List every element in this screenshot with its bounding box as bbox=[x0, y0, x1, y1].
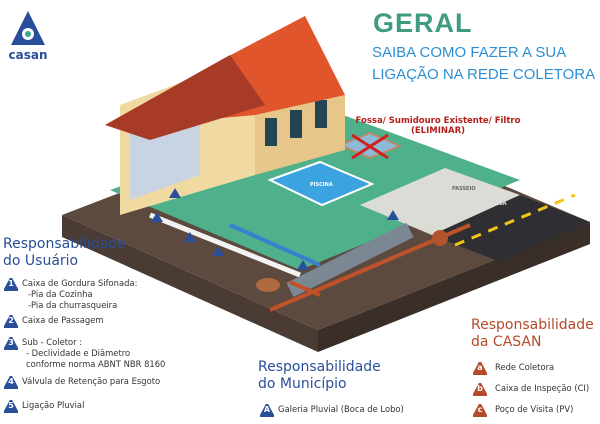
casan-item: b Caixa de Inspeção (CI) bbox=[473, 383, 589, 396]
ground-front-left bbox=[62, 215, 318, 352]
window bbox=[290, 110, 302, 138]
user-item: 5 Ligação Pluvial bbox=[4, 400, 84, 413]
sidewalk bbox=[360, 168, 520, 235]
pool-label: PISCINA bbox=[310, 182, 333, 188]
casan-logo-text: casan bbox=[8, 48, 48, 62]
badge-label: b bbox=[477, 384, 483, 393]
eliminate-x-icon bbox=[351, 133, 389, 160]
subtitle-line2: LIGAÇÃO NA REDE COLETORA bbox=[372, 66, 596, 83]
badge-label: 2 bbox=[8, 316, 14, 325]
casan-heading-line2: da CASAN bbox=[471, 334, 542, 350]
window bbox=[315, 100, 327, 128]
casan-heading-line1: Responsabilidade bbox=[471, 317, 594, 333]
badge-label: a bbox=[477, 363, 483, 372]
number-badge-icon: 4 bbox=[4, 376, 18, 389]
sub-collector-pipe bbox=[149, 212, 301, 278]
fossa-note: (ELIMINAR) bbox=[410, 126, 465, 136]
badge-label: 4 bbox=[8, 377, 14, 386]
user-item: 1 Caixa de Gordura Sifonada:-Pia da Cozin… bbox=[4, 278, 137, 311]
storm-gallery bbox=[286, 222, 414, 298]
storm-pipe bbox=[229, 223, 321, 267]
badge-label: 3 bbox=[8, 338, 14, 347]
user-item-text: - Declividade e Diâmetro bbox=[26, 348, 131, 358]
street-markings bbox=[454, 193, 576, 247]
badge-label: 5 bbox=[8, 401, 14, 410]
number-badge-icon: A bbox=[260, 404, 274, 417]
user-item-text: Caixa de Passagem bbox=[22, 315, 104, 325]
user-item-text: -Pia da Cozinha bbox=[28, 289, 93, 299]
svg-text:RUA: RUA bbox=[495, 201, 507, 207]
number-badge-icon: 2 bbox=[4, 315, 18, 328]
user-item: 3 Sub - Coletor :- Declividade e Diâmetro… bbox=[4, 337, 165, 370]
user-item: 4 Válvula de Retenção para Esgoto bbox=[4, 376, 160, 389]
fossa-label: Fossa/ Sumidouro Existente/ Filtro(ELIMI… bbox=[338, 116, 538, 136]
inspection-box bbox=[256, 278, 280, 292]
badge-label: c bbox=[477, 405, 483, 414]
subtitle-line1: SAIBA COMO FAZER A SUA bbox=[372, 44, 567, 61]
number-badge-icon: b bbox=[473, 383, 487, 396]
municipality-item-text: Galeria Pluvial (Boca de Lobo) bbox=[278, 404, 404, 414]
casan-item: c Poço de Visita (PV) bbox=[473, 404, 573, 417]
street bbox=[432, 195, 590, 262]
user-heading-line2: do Usuário bbox=[3, 253, 79, 269]
page-title: GERAL bbox=[373, 8, 473, 38]
user-item-text: Ligação Pluvial bbox=[22, 400, 85, 410]
user-item-text: Sub - Coletor : bbox=[22, 337, 83, 347]
number-badge-icon: 1 bbox=[4, 278, 18, 291]
casan-item-text: Caixa de Inspeção (CI) bbox=[495, 383, 590, 393]
casan-logo: casan bbox=[6, 10, 50, 62]
casan-item: a Rede Coletora bbox=[473, 362, 554, 375]
municipality-item: A Galeria Pluvial (Boca de Lobo) bbox=[260, 404, 404, 417]
casan-item-text: Poço de Visita (PV) bbox=[495, 404, 574, 414]
roof-shade bbox=[105, 55, 265, 140]
municipality-heading-line2: do Município bbox=[258, 376, 347, 392]
number-badge-icon: 3 bbox=[4, 337, 18, 350]
municipality-heading-line1: Responsabilidade bbox=[258, 359, 381, 375]
diagram-markers bbox=[151, 188, 399, 270]
user-item-text: Caixa de Gordura Sifonada: bbox=[22, 278, 138, 288]
casan-item-text: Rede Coletora bbox=[495, 362, 555, 372]
badge-label: 1 bbox=[8, 279, 14, 288]
badge-label: A bbox=[263, 405, 271, 414]
user-item-text: -Pia da churrasqueira bbox=[28, 300, 118, 310]
user-item-text: Válvula de Retenção para Esgoto bbox=[22, 376, 161, 386]
user-heading-line1: Responsabilidade bbox=[3, 236, 126, 252]
window bbox=[265, 118, 277, 146]
fossa-label-text: Fossa/ Sumidouro Existente/ Filtro bbox=[355, 116, 521, 126]
casan-logo-icon bbox=[11, 11, 45, 45]
manhole bbox=[432, 230, 448, 246]
ground-front-right bbox=[318, 222, 590, 352]
number-badge-icon: 5 bbox=[4, 400, 18, 413]
number-badge-icon: c bbox=[473, 404, 487, 417]
pool bbox=[267, 160, 375, 207]
number-badge-icon: a bbox=[473, 362, 487, 375]
user-item: 2 Caixa de Passagem bbox=[4, 315, 103, 328]
svg-text:PASSEIO: PASSEIO bbox=[452, 186, 476, 192]
user-item-text: conforme norma ABNT NBR 8160 bbox=[26, 359, 166, 369]
